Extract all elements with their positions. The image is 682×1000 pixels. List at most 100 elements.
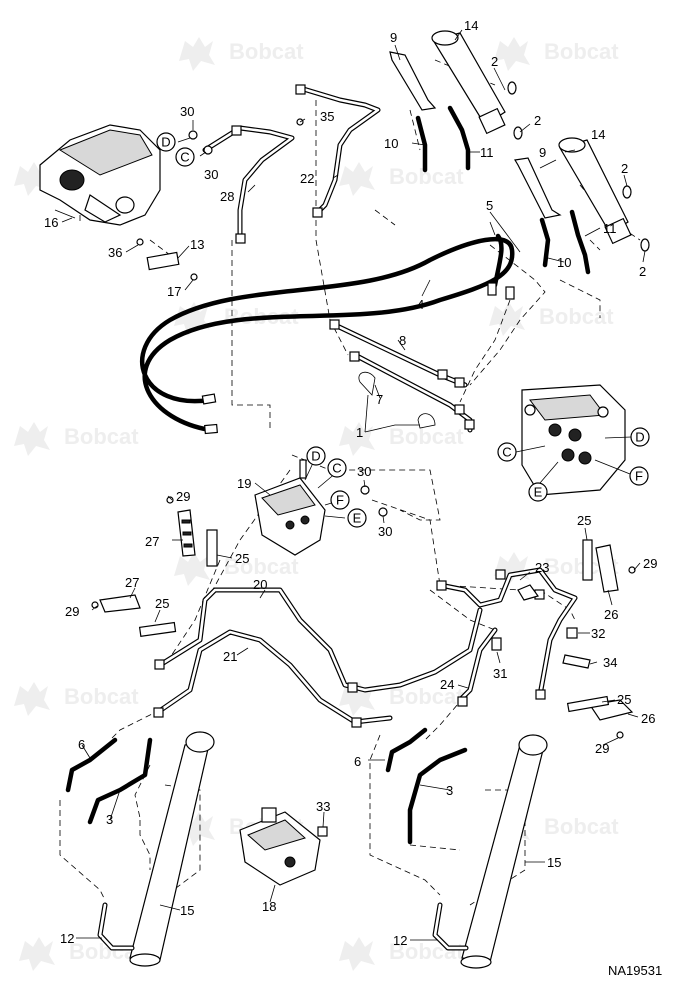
- watermark-text: Bobcat: [389, 939, 464, 964]
- control-valve-19: [254, 459, 326, 556]
- callout-15: 15: [547, 855, 561, 870]
- port-label-d: D: [635, 430, 644, 445]
- callout-25: 25: [577, 513, 591, 528]
- callout-6: 6: [78, 737, 85, 752]
- watermark-text: Bobcat: [539, 304, 614, 329]
- callout-25: 25: [617, 692, 631, 707]
- hose-4-assembly: [140, 233, 515, 435]
- watermark-text: Bobcat: [64, 424, 139, 449]
- port-label-f: F: [336, 493, 344, 508]
- callout-3: 3: [446, 783, 453, 798]
- watermark-logo-icon: [339, 162, 375, 196]
- watermark-logo-icon: [19, 937, 55, 971]
- callout-24: 24: [440, 677, 454, 692]
- port-label-e: E: [534, 485, 543, 500]
- callout-6: 6: [354, 754, 361, 769]
- callout-12: 12: [393, 933, 407, 948]
- callout-4: 4: [417, 297, 424, 312]
- port-label-f: F: [635, 469, 643, 484]
- watermark-logo-icon: [174, 302, 210, 336]
- callout-29: 29: [595, 741, 609, 756]
- lower-cylinders: [97, 731, 548, 969]
- watermark-logo-icon: [14, 162, 50, 196]
- watermark-logo-icon: [489, 302, 525, 336]
- callout-33: 33: [316, 799, 330, 814]
- callout-2: 2: [491, 54, 498, 69]
- callout-labels: 1 2 2 2 2 3 3 4 5 6 6 7 8 9 9 10 10 11 1…: [44, 18, 657, 948]
- control-housing: [39, 124, 198, 281]
- watermark-logo-icon: [494, 37, 530, 71]
- port-label-c: C: [180, 150, 189, 165]
- callout-23: 23: [535, 560, 549, 575]
- watermark-text: Bobcat: [229, 39, 304, 64]
- callout-15: 15: [180, 903, 194, 918]
- figure-code: NA19531: [608, 963, 662, 978]
- callout-14: 14: [464, 18, 478, 33]
- watermark-logo-icon: [494, 552, 530, 586]
- callout-20: 20: [253, 577, 267, 592]
- callout-2: 2: [621, 161, 628, 176]
- callout-29: 29: [176, 489, 190, 504]
- callout-31: 31: [493, 666, 507, 681]
- callout-28: 28: [220, 189, 234, 204]
- watermark-logo-icon: [179, 37, 215, 71]
- callout-13: 13: [190, 237, 204, 252]
- callout-10: 10: [384, 136, 398, 151]
- port-label-e: E: [353, 511, 362, 526]
- callout-22: 22: [300, 171, 314, 186]
- callout-7: 7: [376, 392, 383, 407]
- port-label-c: C: [332, 461, 341, 476]
- callout-32: 32: [591, 626, 605, 641]
- watermark-text: Bobcat: [544, 814, 619, 839]
- callout-12: 12: [60, 931, 74, 946]
- callout-5: 5: [486, 198, 493, 213]
- callout-30: 30: [357, 464, 371, 479]
- callout-14: 14: [591, 127, 605, 142]
- callout-17: 17: [167, 284, 181, 299]
- watermark-text: Bobcat: [389, 424, 464, 449]
- lower-tube-assembly: [153, 567, 578, 728]
- callout-35: 35: [320, 109, 334, 124]
- valve-18: [239, 807, 328, 886]
- watermark-logo-icon: [339, 422, 375, 456]
- port-label-d: D: [311, 449, 320, 464]
- watermark-text: Bobcat: [64, 684, 139, 709]
- callout-27: 27: [125, 575, 139, 590]
- callout-16: 16: [44, 215, 58, 230]
- callout-27: 27: [145, 534, 159, 549]
- callout-9: 9: [390, 30, 397, 45]
- callout-11: 11: [603, 221, 617, 236]
- watermark-text: Bobcat: [224, 554, 299, 579]
- control-valve-right: [521, 384, 626, 496]
- watermark-logo-icon: [339, 937, 375, 971]
- tube-7-8-assembly: [329, 319, 475, 433]
- callout-leaders: [61, 29, 646, 941]
- callout-25: 25: [235, 551, 249, 566]
- port-markers: D C D C F E C D F E: [156, 132, 650, 528]
- callout-25: 25: [155, 596, 169, 611]
- callout-21: 21: [223, 649, 237, 664]
- tube-22-28-assembly: [202, 84, 381, 244]
- callout-19: 19: [237, 476, 251, 491]
- callout-2: 2: [534, 113, 541, 128]
- watermark-logo-icon: [174, 552, 210, 586]
- port-label-d: D: [161, 135, 170, 150]
- callout-30: 30: [204, 167, 218, 182]
- callout-1: 1: [356, 425, 363, 440]
- callout-8: 8: [399, 333, 406, 348]
- callout-26: 26: [641, 711, 655, 726]
- callout-30: 30: [378, 524, 392, 539]
- bracket-group: [91, 496, 636, 739]
- watermark-logo-icon: [14, 682, 50, 716]
- callout-30: 30: [180, 104, 194, 119]
- callout-29: 29: [65, 604, 79, 619]
- callout-29: 29: [643, 556, 657, 571]
- callout-18: 18: [262, 899, 276, 914]
- callout-3: 3: [106, 812, 113, 827]
- watermark-text: Bobcat: [389, 684, 464, 709]
- callout-34: 34: [603, 655, 617, 670]
- watermark-logo-icon: [14, 422, 50, 456]
- callout-10: 10: [557, 255, 571, 270]
- callout-9: 9: [539, 145, 546, 160]
